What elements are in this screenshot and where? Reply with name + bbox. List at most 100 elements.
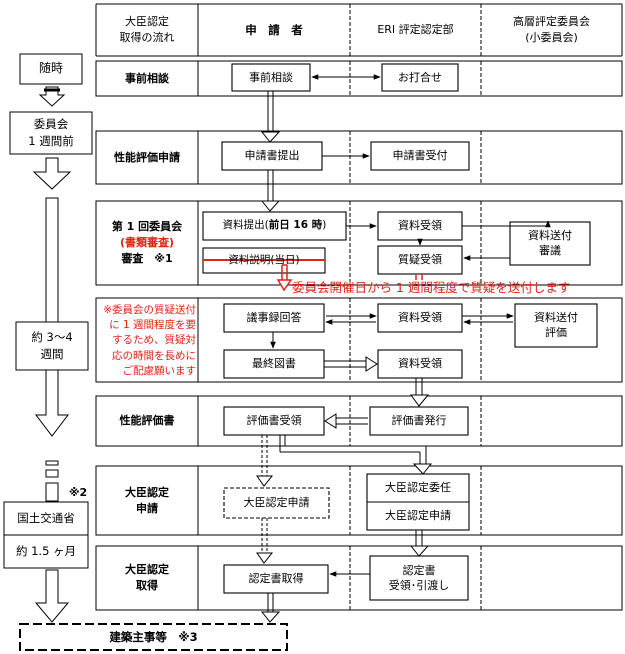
label-delegation: 大臣認定委任 (385, 481, 451, 495)
label-submit-docs-b: 前日 16 時 (268, 219, 323, 232)
header-col-eri: ERI 評定認定部 (377, 23, 454, 37)
box-receive-app (370, 141, 470, 171)
label-final-drawings: 最終図書 (252, 357, 296, 371)
stage-first-meeting-line1: 第 1 回委員会 (111, 220, 183, 234)
stage-application: 性能評価申請 (114, 150, 180, 164)
label-eri-apply: 大臣認定申請 (385, 509, 451, 523)
stage-minister-obtain-line2: 取得 (136, 579, 158, 592)
header-col-committee-line2: (小委員会) (525, 31, 578, 44)
label-cert-handover-line2: 受領･引渡し (388, 579, 450, 592)
stage-minister-apply-line1: 大臣認定 (125, 485, 169, 499)
stage-first-meeting-line2: (書類審査) (119, 236, 175, 250)
box-send-review (509, 221, 591, 266)
header-col-applicant: 申 請 者 (245, 22, 303, 37)
mlit-note-marker: ※2 (68, 486, 88, 500)
question-notice: 委員会開催日から 1 週間程度で質疑を送付します (292, 279, 571, 295)
label-question-receive: 質疑受領 (398, 253, 442, 267)
stage-minister-obtain: 大臣認定 取得 (96, 546, 198, 610)
label-meeting: お打合せ (398, 70, 442, 84)
small-rect-1 (45, 460, 59, 466)
small-rect-3 (45, 482, 59, 502)
timeline-committee: 委員会 1 週間前 (10, 112, 92, 154)
box-submit-docs (202, 211, 347, 241)
box-meeting (381, 63, 459, 92)
timeline-arrow-final (34, 569, 70, 623)
red-note: ※委員会の質疑送付 に 1 週間程度を要 するため、質疑対 応の時間を長めに ご… (94, 303, 196, 379)
label-cert-handover: 認定書 受領･引渡し (370, 556, 468, 600)
label-minister-apply: 大臣認定申請 (243, 496, 310, 510)
label-report-receive: 評価書受領 (246, 414, 302, 428)
label-send-review-line2: 審議 (539, 243, 561, 257)
label-send-review: 資料送付 審議 (510, 222, 590, 265)
timeline-start-box (19, 53, 83, 85)
red-annotations (203, 259, 423, 292)
timeline-duration: 約 3～4 週間 (16, 322, 88, 370)
box-consult (231, 63, 311, 92)
label-receive-docs-2: 資料受領 (398, 311, 442, 325)
timeline-committee-box (9, 111, 93, 155)
label-submit-docs-c: ) (322, 219, 327, 232)
box-send-eval (514, 303, 598, 348)
label-minutes-answer: 議事録回答 (246, 311, 302, 325)
band-application (95, 130, 623, 185)
band-dashed-dividers (349, 61, 482, 610)
label-submit-docs: 資料提出(前日 16 時) (203, 212, 346, 240)
box-minister-apply (223, 487, 330, 519)
process-boxes (202, 63, 598, 601)
red-note-line3: するため、質疑対 (112, 334, 196, 347)
mlit-label: 国土交通省 (17, 511, 75, 526)
small-rect-2 (45, 469, 59, 478)
band-minister-obtain (95, 545, 623, 611)
label-receive-docs-1: 資料受領 (398, 219, 442, 233)
mlit-duration: 約 1.5 ヶ月 (15, 544, 77, 559)
box-final-drawings (223, 349, 325, 379)
header-col-committee: 高層評定委員会 (小委員会) (481, 4, 622, 56)
stage-minister-obtain-line1: 大臣認定 (125, 563, 169, 577)
label-send-eval-line2: 評価 (545, 325, 567, 339)
timeline-committee-line1: 委員会 (33, 117, 69, 132)
red-note-line2: に 1 週間程度を要 (109, 319, 196, 332)
box-minutes-answer (223, 303, 325, 333)
label-cert-receive: 認定書取得 (248, 572, 304, 586)
label-doc-explain: 資料説明(当日) (228, 253, 300, 266)
timeline-arrow-1 (38, 86, 66, 107)
red-note-line1: ※委員会の質疑送付 (103, 304, 196, 316)
timeline-graphics (3, 53, 288, 651)
band-prior (95, 60, 623, 97)
box-question-receive (377, 245, 463, 275)
final-dashed-box (19, 623, 288, 651)
box-cert-receive (223, 564, 329, 594)
label-send-eval: 資料送付 評価 (515, 304, 597, 347)
header-col-flow-line1: 大臣認定 (125, 15, 169, 29)
timeline-arrow-2 (32, 157, 72, 190)
timeline-duration-box (15, 321, 89, 371)
header-row (95, 3, 623, 57)
label-cert-handover-line1: 認定書 (402, 563, 436, 577)
timeline-committee-line2: 1 週間前 (28, 134, 74, 148)
label-send-eval-line1: 資料送付 (534, 310, 578, 324)
box-report-issue (369, 406, 469, 436)
timeline-duration-line2: 週間 (40, 347, 64, 361)
label-send-review-line1: 資料送付 (528, 228, 572, 242)
box-receive-docs-2 (377, 303, 463, 333)
stage-prior: 事前相談 (125, 71, 169, 85)
label-consult: 事前相談 (249, 70, 293, 84)
box-submit-app (221, 141, 323, 171)
box-report-receive (223, 406, 325, 436)
dashed-arrows (256, 435, 274, 564)
stage-report: 性能評価書 (119, 414, 175, 428)
label-receive-app: 申請書受付 (392, 149, 448, 163)
box-receive-docs-3 (377, 349, 463, 379)
band-minister-apply (95, 465, 623, 536)
label-report-issue: 評価書発行 (391, 414, 447, 428)
final-building-official: 建築主事等 ※3 (109, 629, 198, 644)
red-note-line4: 応の時間を長めに (112, 349, 196, 362)
arrows (260, 74, 551, 623)
label-submit-docs-a: 資料提出( (222, 219, 269, 232)
band-review (95, 297, 623, 383)
box-cert-handover (369, 555, 469, 601)
stage-first-meeting-line3: 審査 ※1 (121, 251, 173, 265)
band-first-meeting (95, 200, 623, 286)
header-col-committee-line1: 高層評定委員会 (513, 15, 590, 29)
stage-first-meeting: 第 1 回委員会 (書類審査) 審査 ※1 (96, 201, 198, 285)
